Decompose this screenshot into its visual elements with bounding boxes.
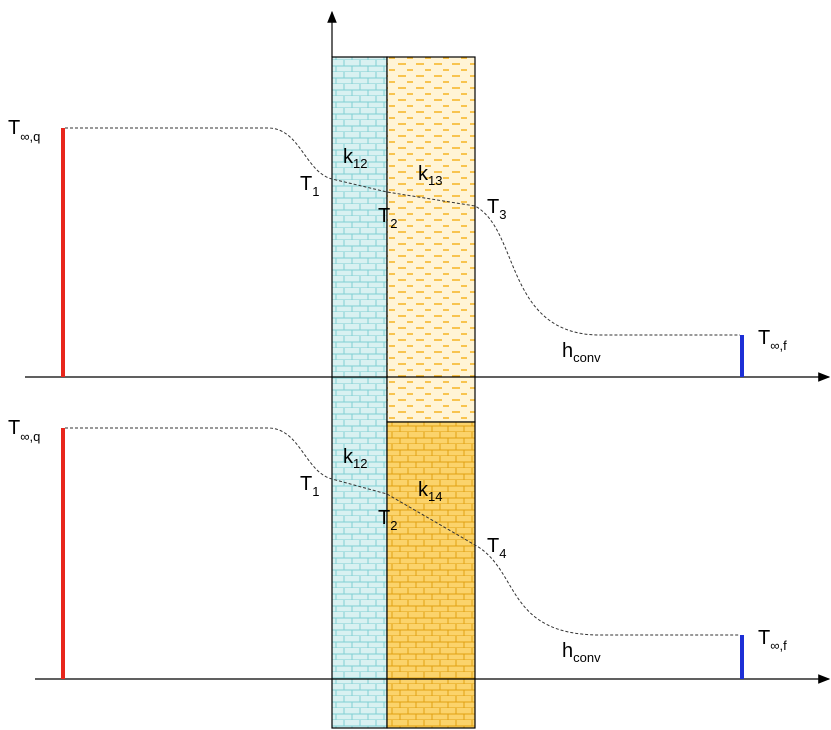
wall-layer-k13	[386, 56, 476, 423]
bottom-k-left-label: k12	[343, 446, 367, 471]
top-cold-fluid-label: T∞,f	[758, 327, 787, 353]
bottom-t1-label: T1	[300, 473, 319, 499]
top-h-conv-label: hconv	[562, 340, 601, 365]
top-k-left-label: k12	[343, 146, 367, 171]
bottom-k-right-label: k14	[418, 479, 442, 504]
top-t2-label: T2	[378, 205, 397, 231]
bottom-temperature-profile	[65, 427, 740, 636]
top-hot-fluid-label: T∞,q	[8, 117, 40, 144]
wall-layer-k14	[386, 421, 476, 729]
top-k-right-label: k13	[418, 163, 442, 188]
bottom-hot-fluid-label: T∞,q	[8, 417, 40, 444]
bottom-h-conv-label: hconv	[562, 640, 601, 665]
top-temperature-profile	[65, 127, 740, 336]
bottom-t-outer-label: T4	[487, 535, 506, 561]
top-t1-label: T1	[300, 173, 319, 199]
bottom-cold-fluid-label: T∞,f	[758, 627, 787, 653]
top-t-outer-label: T3	[487, 196, 506, 222]
bottom-t2-label: T2	[378, 507, 397, 533]
wall-layer-k12	[331, 56, 388, 729]
